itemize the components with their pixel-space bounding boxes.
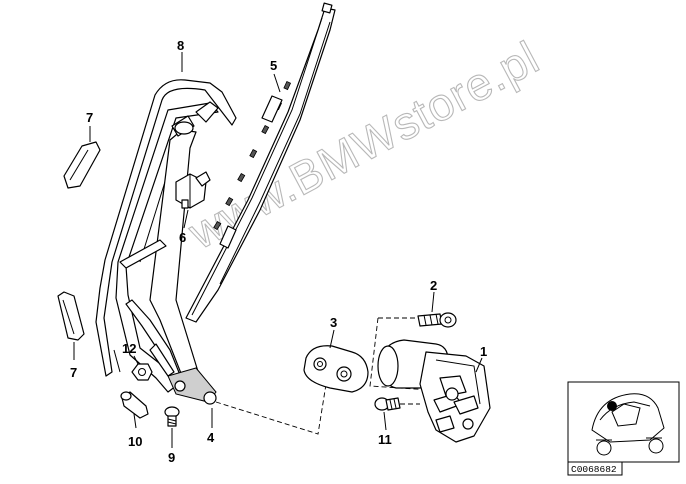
wiper-motor-part-1[interactable] [377,339,491,443]
leader-1 [475,357,483,373]
reference-number: C0068682 [571,464,617,475]
cap-part-10[interactable] [120,391,149,419]
callout-7-lower[interactable]: 7 [70,365,77,380]
cover-cap-part-7-lower[interactable] [57,291,85,341]
callout-9[interactable]: 9 [168,450,175,465]
dashed-link-4-3 [215,371,329,435]
leader-10 [133,413,137,429]
callout-6[interactable]: 6 [179,230,186,245]
inset-label-box [567,461,623,476]
callout-2[interactable]: 2 [430,278,437,293]
dashed-link-2 [369,317,431,391]
bolt-part-2[interactable] [417,312,457,328]
leader-6 [183,209,189,229]
leader-5 [273,73,281,93]
gasket-part-3[interactable] [303,345,369,393]
leader-11 [383,411,387,431]
nut-part-12[interactable] [131,363,153,381]
wiper-linkage-arm[interactable] [119,101,219,405]
callout-7-upper[interactable]: 7 [86,110,93,125]
leader-3 [329,329,335,349]
scooter-icon [591,393,665,456]
callout-5[interactable]: 5 [270,58,277,73]
screw-part-9[interactable] [164,406,180,427]
vehicle-inset[interactable]: C0068682 [567,381,680,476]
leader-2 [431,291,435,313]
callout-4[interactable]: 4 [207,430,215,445]
callout-11[interactable]: 11 [378,432,392,447]
callout-10[interactable]: 10 [128,434,142,449]
callout-3[interactable]: 3 [330,315,337,330]
wiper-blade-part-5[interactable] [185,2,336,323]
callout-8[interactable]: 8 [177,38,184,53]
callout-12[interactable]: 12 [122,341,136,356]
clip-part-6[interactable] [175,171,211,209]
leader-12 [133,355,139,365]
callout-1[interactable]: 1 [480,344,487,359]
cover-cap-part-7-upper[interactable] [63,141,101,189]
screw-part-11[interactable] [374,397,401,411]
location-marker [607,401,617,411]
